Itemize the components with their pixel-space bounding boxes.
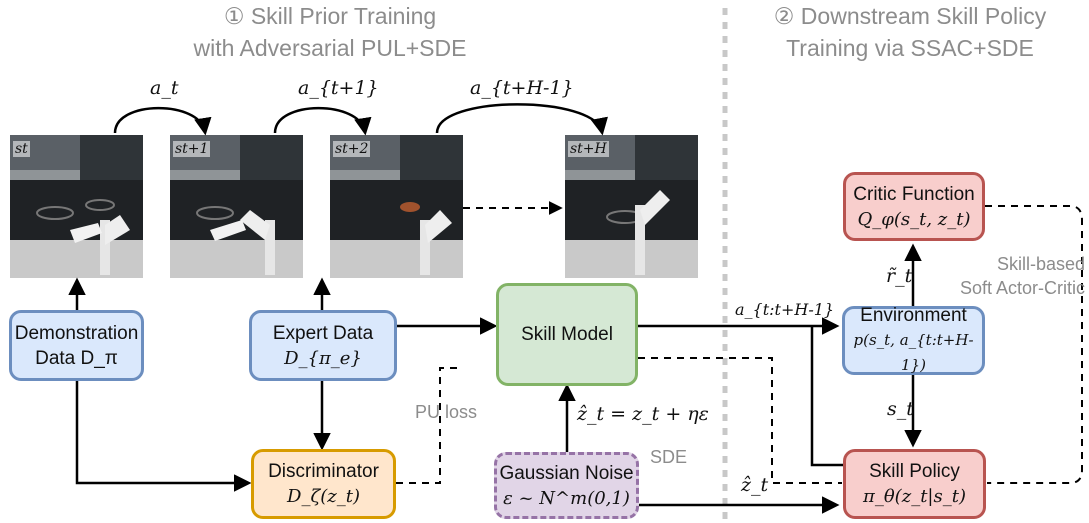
noise-box-line2: ε ~ N^m(0,1) [503,487,630,509]
action-label-2: a_{t+1} [298,77,379,99]
kitchen-scene-image [330,135,463,278]
disc-box-line1: Discriminator [268,461,379,482]
state-label: st [13,141,30,157]
kitchen-scene-image [565,135,698,278]
action-arrow-2 [273,106,372,136]
environment-box: Environment p(s_t, a_{t:t+H-1}) [842,305,985,375]
left-section-title: ① Skill Prior Training with Adversarial … [120,0,540,64]
state-label: st+1 [173,141,211,157]
expert-data-box: Expert Data D_{π_e} [249,310,397,381]
zhat-equation-label: ẑ_t = z_t + ηε [577,403,709,425]
ssac-note: Skill-based Soft Actor-Critic [925,252,1085,300]
env-box-line2: p(s_t, a_{t:t+H-1}) [853,331,974,374]
skill-policy-box: Skill Policy π_θ(z_t|s_t) [843,449,986,519]
demo-box-line2: Data D_π [35,347,118,369]
left-title-line2: with Adversarial PUL+SDE [193,35,467,61]
pu-loss-label: PU loss [415,402,478,422]
right-title-line1: ② Downstream Skill Policy [773,3,1047,29]
state-label: st+H [568,141,609,157]
sde-label: SDE [650,447,688,467]
demonstration-data-box: Demonstration Data D_π [9,310,144,381]
action-label-1: a_t [150,77,179,99]
discriminator-box: Discriminator D_ζ(z_t) [251,449,396,519]
critic-to-policy-dashed [985,205,1083,484]
action-arrow-1 [113,106,212,136]
critic-function-box: Critic Function Q_φ(s_t, z_t) [843,172,985,241]
reward-label: r̃_t [886,265,913,287]
left-title-line1: ① Skill Prior Training [223,3,437,29]
expert-box-line1: Expert Data [272,322,374,344]
zhat-label: ẑ_t [741,474,769,496]
state-arrow-label: s_t [887,398,914,420]
kitchen-scene-image [10,135,143,278]
ssac-note-line2: Soft Actor-Critic [959,278,1085,298]
critic-box-line1: Critic Function [853,183,975,205]
demo-box-line1: Demonstration [14,322,139,344]
action-to-policy-line [810,326,843,467]
skill-model-label: Skill Model [521,324,613,345]
scene-frame-2: st+1 [170,135,303,278]
scene-frame-4: st+H [565,135,698,278]
action-label-3: a_{t+H-1} [470,77,574,99]
kitchen-scene-image [170,135,303,278]
policy-box-line2: π_θ(z_t|s_t) [863,486,966,507]
state-label: st+2 [333,141,371,157]
right-section-title: ② Downstream Skill Policy Training via S… [735,0,1085,64]
pu-loss-line [396,367,460,484]
disc-box-line2: D_ζ(z_t) [287,486,360,507]
noise-box-line1: Gaussian Noise [499,462,634,484]
skill-to-policy-dashed [638,357,842,484]
gaussian-noise-box: Gaussian Noise ε ~ N^m(0,1) [494,452,639,519]
demo-to-disc-arrow [75,381,252,492]
action-arrow-3 [435,103,608,136]
ssac-note-line1: Skill-based [996,254,1085,274]
skill-model-box: Skill Model [496,283,638,386]
right-title-line2: Training via SSAC+SDE [786,35,1034,61]
policy-box-line1: Skill Policy [869,461,960,482]
env-box-line1: Environment [860,305,967,326]
scene-frame-1: st [10,135,143,278]
action-sequence-label: a_{t:t+H-1} [735,300,835,319]
scene-frame-3: st+2 [330,135,463,278]
critic-box-line2: Q_φ(s_t, z_t) [857,208,971,230]
expert-box-line2: D_{π_e} [284,347,362,369]
